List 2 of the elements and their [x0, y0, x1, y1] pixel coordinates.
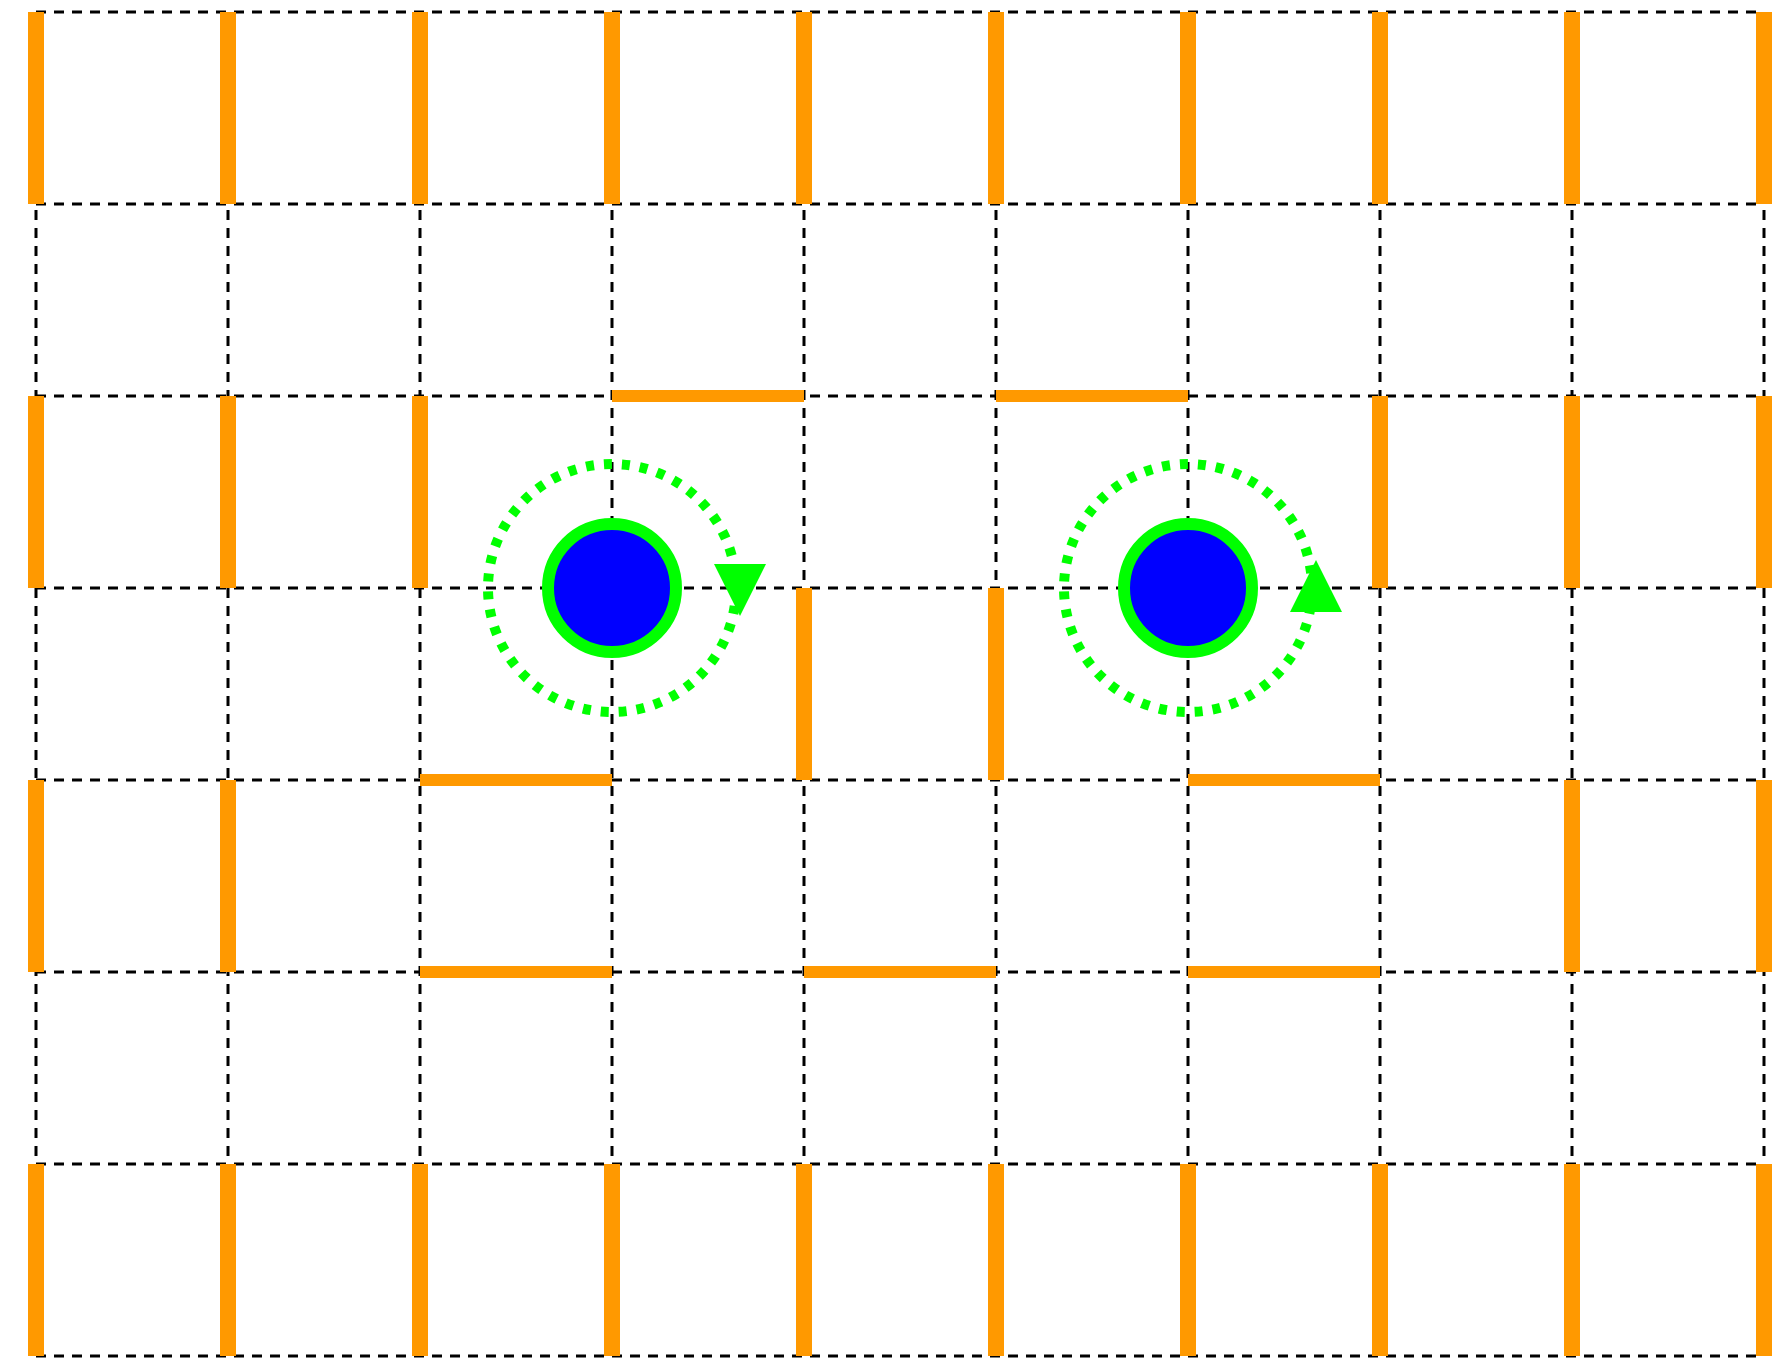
vortex-circle — [542, 518, 682, 658]
vortex-circle — [1118, 518, 1258, 658]
